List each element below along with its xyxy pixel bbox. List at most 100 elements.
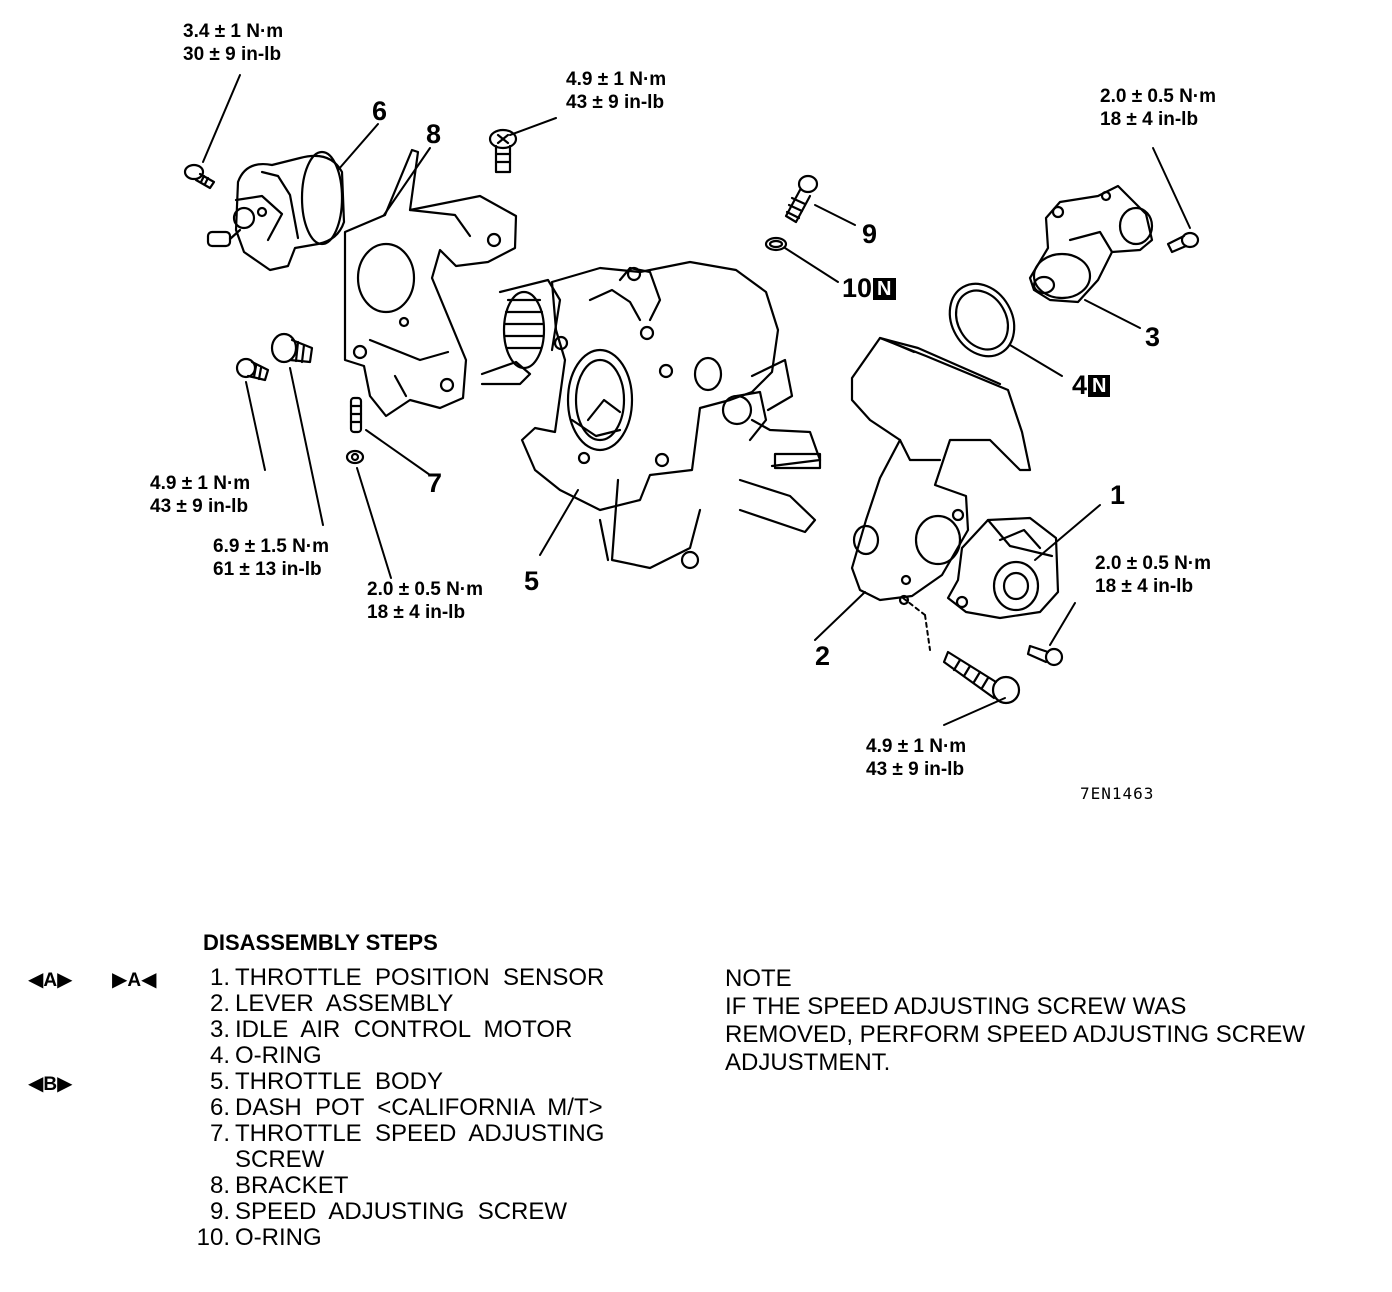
removal-marker-a: ◀A▶ <box>28 968 73 993</box>
step-text: BRACKET <box>235 1172 349 1199</box>
torque-inlb: 18 ± 4 in-lb <box>1095 576 1194 597</box>
step-number: 9. <box>209 1198 230 1225</box>
o-ring-large-drawing <box>948 282 1016 358</box>
step-text: O-RING <box>235 1224 322 1251</box>
torque-inlb: 18 ± 4 in-lb <box>367 602 466 623</box>
torque-nm: 3.4 ± 1 N·m <box>183 21 284 42</box>
part-label-2: 2 <box>815 641 831 671</box>
torque-nm: 2.0 ± 0.5 N·m <box>1100 86 1217 107</box>
torque-callout-dash-pot-screw: 3.4 ± 1 N·m 30 ± 9 in-lb <box>183 20 283 66</box>
step-number: 7. <box>209 1120 230 1147</box>
torque-inlb: 18 ± 4 in-lb <box>1100 109 1199 130</box>
step-number: 8. <box>209 1172 230 1199</box>
part-label-1: 1 <box>1110 480 1126 510</box>
torque-nm: 4.9 ± 1 N·m <box>866 736 967 757</box>
step-item: 9.SPEED ADJUSTING SCREW <box>180 1199 604 1225</box>
torque-callout-tps-screw: 2.0 ± 0.5 N·m 18 ± 4 in-lb <box>1095 552 1211 598</box>
step-text: O-RING <box>235 1042 322 1069</box>
left-triangle-icon: ◀ <box>28 1073 44 1095</box>
step-number: 10. <box>196 1224 230 1251</box>
part-label-6: 6 <box>372 96 388 126</box>
throttle-position-sensor-drawing <box>946 516 1060 620</box>
part-label-3: 3 <box>1145 322 1161 352</box>
torque-callout-bracket-screw-top: 4.9 ± 1 N·m 43 ± 9 in-lb <box>566 68 666 114</box>
step-number: 3. <box>209 1016 230 1043</box>
left-triangle-icon: ◀ <box>141 969 157 991</box>
torque-inlb: 43 ± 9 in-lb <box>866 759 965 780</box>
speed-adjusting-screw-drawing <box>784 174 819 224</box>
dash-pot-screw-drawing <box>183 163 216 190</box>
lever-assembly-drawing <box>850 336 1032 606</box>
torque-nm: 2.0 ± 0.5 N·m <box>367 579 484 600</box>
part-label-7: 7 <box>427 468 443 498</box>
new-part-badge: N <box>1088 375 1111 397</box>
torque-callout-iac-screw: 2.0 ± 0.5 N·m 18 ± 4 in-lb <box>1100 85 1216 131</box>
right-triangle-icon: ▶ <box>57 969 73 991</box>
note-line: IF THE SPEED ADJUSTING SCREW WAS <box>725 993 1187 1020</box>
step-text: DASH POT <CALIFORNIA M/T> <box>235 1094 603 1121</box>
left-triangle-icon: ◀ <box>28 969 44 991</box>
step-number: 5. <box>209 1068 230 1095</box>
step-number: 4. <box>209 1042 230 1069</box>
step-text: SPEED ADJUSTING SCREW <box>235 1198 568 1225</box>
torque-inlb: 43 ± 9 in-lb <box>566 92 665 113</box>
bracket-bolt-small-drawing <box>235 357 270 382</box>
step-text: IDLE AIR CONTROL MOTOR <box>235 1016 573 1043</box>
figure-code: 7EN1463 <box>1080 784 1155 803</box>
installation-marker-a: ▶A◀ <box>112 968 157 993</box>
right-triangle-icon: ▶ <box>57 1073 73 1095</box>
leader-lines <box>202 74 1191 726</box>
lever-bolt-drawing <box>942 650 1021 705</box>
step-number: 6. <box>209 1094 230 1121</box>
part-label-9: 9 <box>862 219 878 249</box>
step-item: 10.O-RING <box>180 1225 604 1251</box>
torque-inlb: 30 ± 9 in-lb <box>183 44 282 65</box>
bracket-bolt-large-drawing <box>270 332 314 364</box>
step-text: THROTTLE BODY <box>235 1068 444 1095</box>
step-item: 5.THROTTLE BODY <box>180 1069 604 1095</box>
step-text-continued: SCREW <box>235 1146 325 1173</box>
part-label-8: 8 <box>426 119 442 149</box>
bracket-screw-top-drawing <box>488 128 518 174</box>
step-number: 2. <box>209 990 230 1017</box>
torque-inlb: 61 ± 13 in-lb <box>213 559 322 580</box>
torque-callout-nut: 2.0 ± 0.5 N·m 18 ± 4 in-lb <box>367 578 483 624</box>
note-line: ADJUSTMENT. <box>725 1049 891 1076</box>
o-ring-small-drawing <box>764 236 788 252</box>
torque-callout-bolt-left: 4.9 ± 1 N·m 43 ± 9 in-lb <box>150 472 250 518</box>
torque-nm: 6.9 ± 1.5 N·m <box>213 536 330 557</box>
right-triangle-icon: ▶ <box>112 969 128 991</box>
step-text: LEVER ASSEMBLY <box>235 990 454 1017</box>
disassembly-steps-title: DISASSEMBLY STEPS <box>203 930 438 955</box>
idle-air-control-motor-drawing <box>1028 184 1154 304</box>
step-item: 6.DASH POT <CALIFORNIA M/T> <box>180 1095 604 1121</box>
part-label-5: 5 <box>524 566 540 596</box>
step-text: THROTTLE SPEED ADJUSTING <box>235 1120 605 1147</box>
marker-letter: A <box>127 970 142 991</box>
torque-inlb: 43 ± 9 in-lb <box>150 496 249 517</box>
torque-callout-bolt-large: 6.9 ± 1.5 N·m 61 ± 13 in-lb <box>213 535 329 581</box>
step-item: 1.THROTTLE POSITION SENSOR <box>180 965 604 991</box>
part-label-4-number: 4 <box>1072 370 1088 400</box>
marker-letter: B <box>43 1074 58 1095</box>
throttle-body-exploded-view <box>183 74 1200 726</box>
step-item: 4.O-RING <box>180 1043 604 1069</box>
step-item: 3.IDLE AIR CONTROL MOTOR <box>180 1017 604 1043</box>
note-line: REMOVED, PERFORM SPEED ADJUSTING SCREW <box>725 1021 1306 1048</box>
iac-screw-drawing <box>1166 231 1200 254</box>
part-label-10-number: 10 <box>842 273 873 303</box>
new-part-badge: N <box>873 278 896 300</box>
note-title: NOTE <box>725 965 792 992</box>
removal-marker-b: ◀B▶ <box>28 1072 73 1097</box>
step-number: 1. <box>209 964 230 991</box>
step-text: THROTTLE POSITION SENSOR <box>235 964 605 991</box>
step-item: 2.LEVER ASSEMBLY <box>180 991 604 1017</box>
torque-nm: 2.0 ± 0.5 N·m <box>1095 553 1212 574</box>
torque-nm: 4.9 ± 1 N·m <box>150 473 251 494</box>
marker-letter: A <box>43 970 58 991</box>
